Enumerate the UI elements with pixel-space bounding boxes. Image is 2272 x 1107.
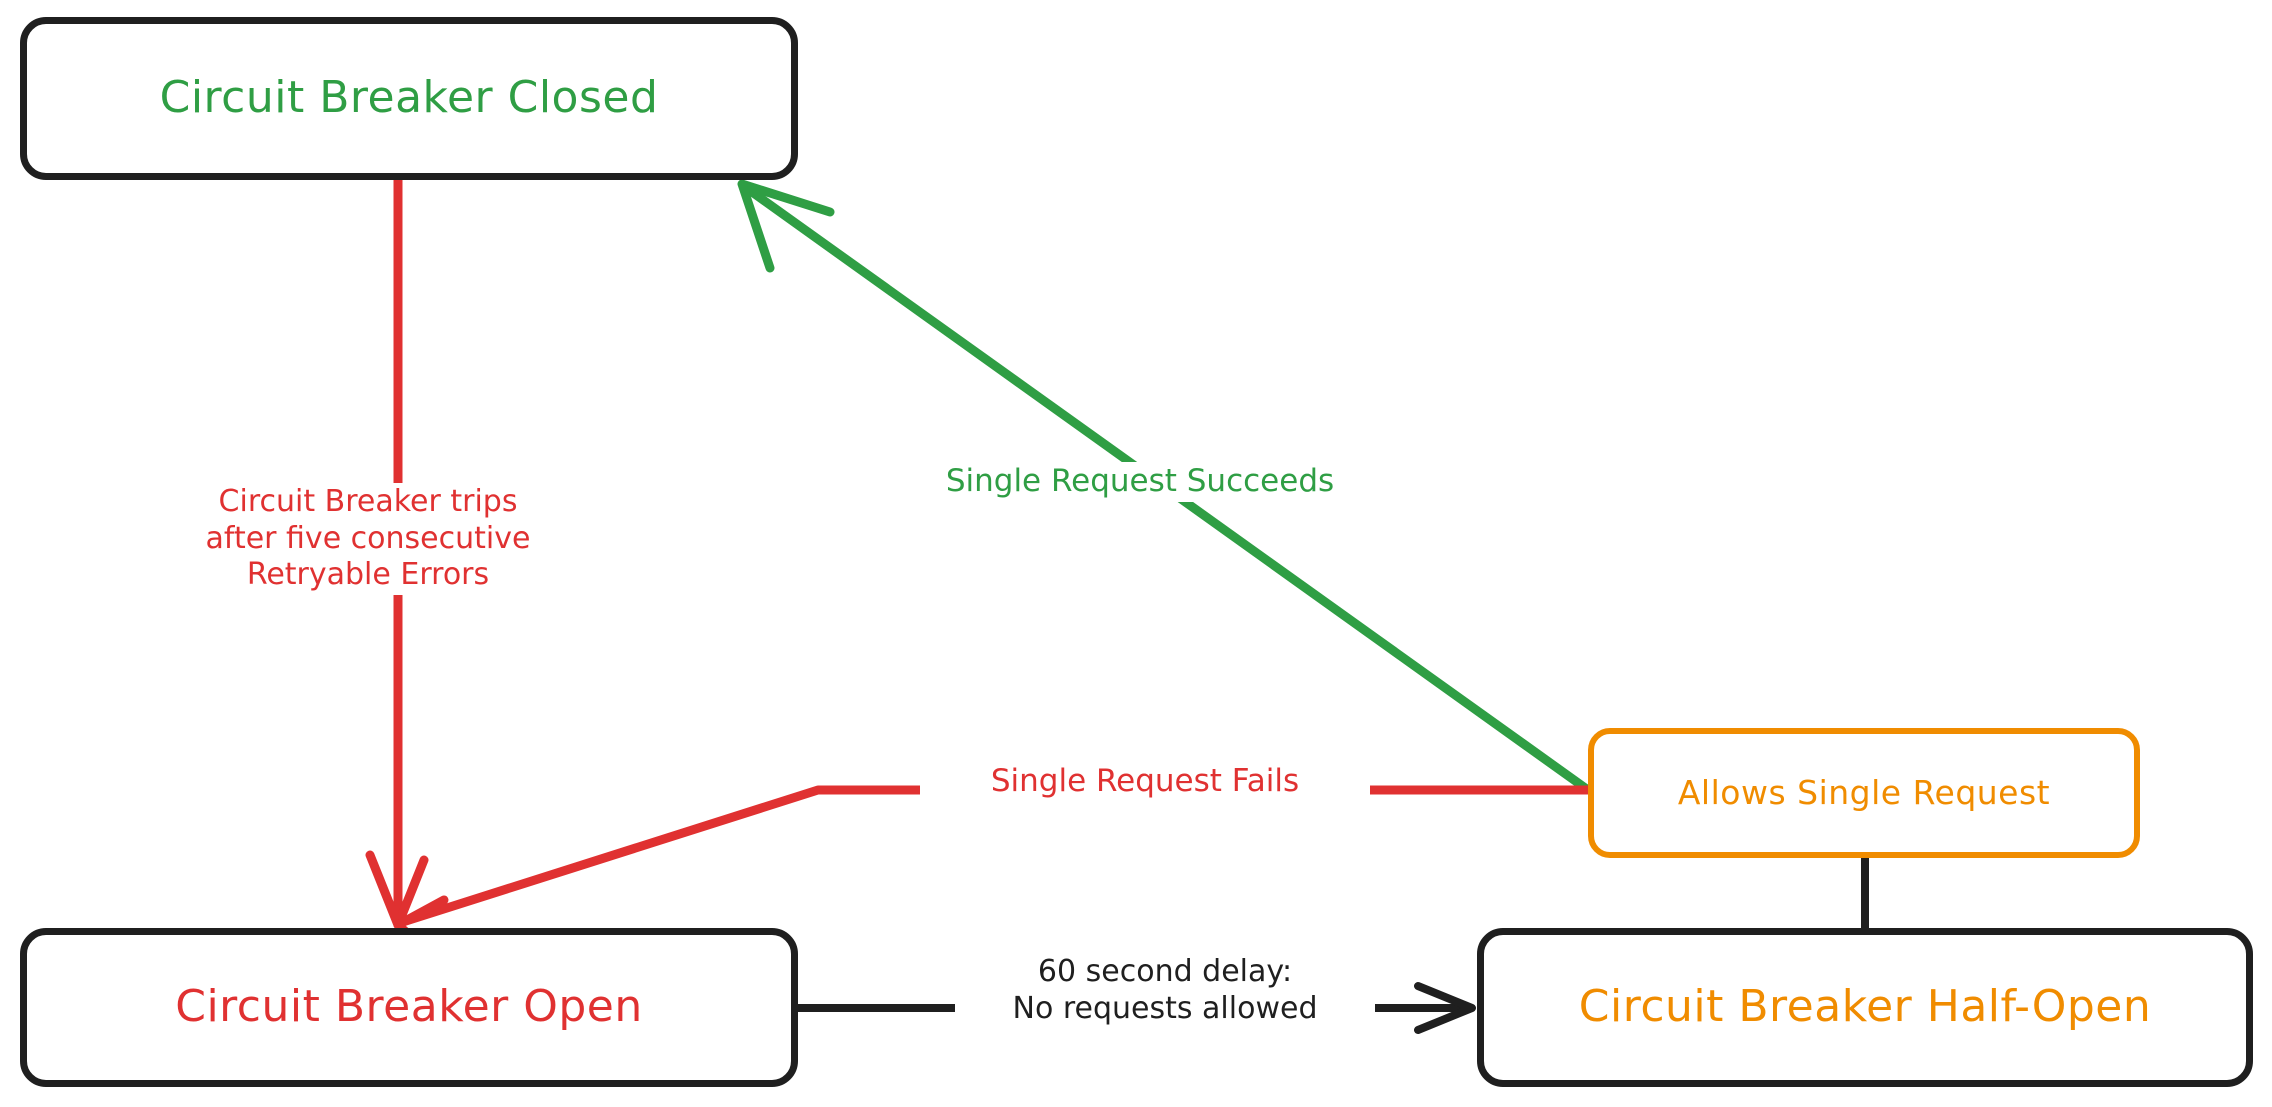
- edge-line-allows-to-open: [401, 785, 1593, 926]
- node-circuit-breaker-closed[interactable]: Circuit Breaker Closed: [20, 17, 798, 180]
- arrowhead-open-to-halfopen: [1414, 982, 1476, 1034]
- node-label-closed: Circuit Breaker Closed: [159, 72, 659, 124]
- node-circuit-breaker-open[interactable]: Circuit Breaker Open: [20, 928, 798, 1087]
- edge-label-single-request-succeeds: Single Request Succeeds: [890, 462, 1390, 502]
- arrowhead-allows-to-closed: [737, 179, 835, 273]
- edge-label-single-request-fails: Single Request Fails: [920, 762, 1370, 802]
- edge-label-60-second-delay: 60 second delay: No requests allowed: [955, 953, 1375, 1029]
- node-allows-single-request[interactable]: Allows Single Request: [1588, 728, 2140, 858]
- edge-label-circuit-breaker-trips: Circuit Breaker trips after five consecu…: [168, 483, 568, 595]
- node-circuit-breaker-half-open[interactable]: Circuit Breaker Half-Open: [1477, 928, 2253, 1087]
- node-label-allows-single-request: Allows Single Request: [1677, 772, 2051, 812]
- arrowhead-closed-to-open: [365, 850, 429, 930]
- node-label-half-open: Circuit Breaker Half-Open: [1578, 981, 2152, 1033]
- node-label-open: Circuit Breaker Open: [175, 981, 643, 1033]
